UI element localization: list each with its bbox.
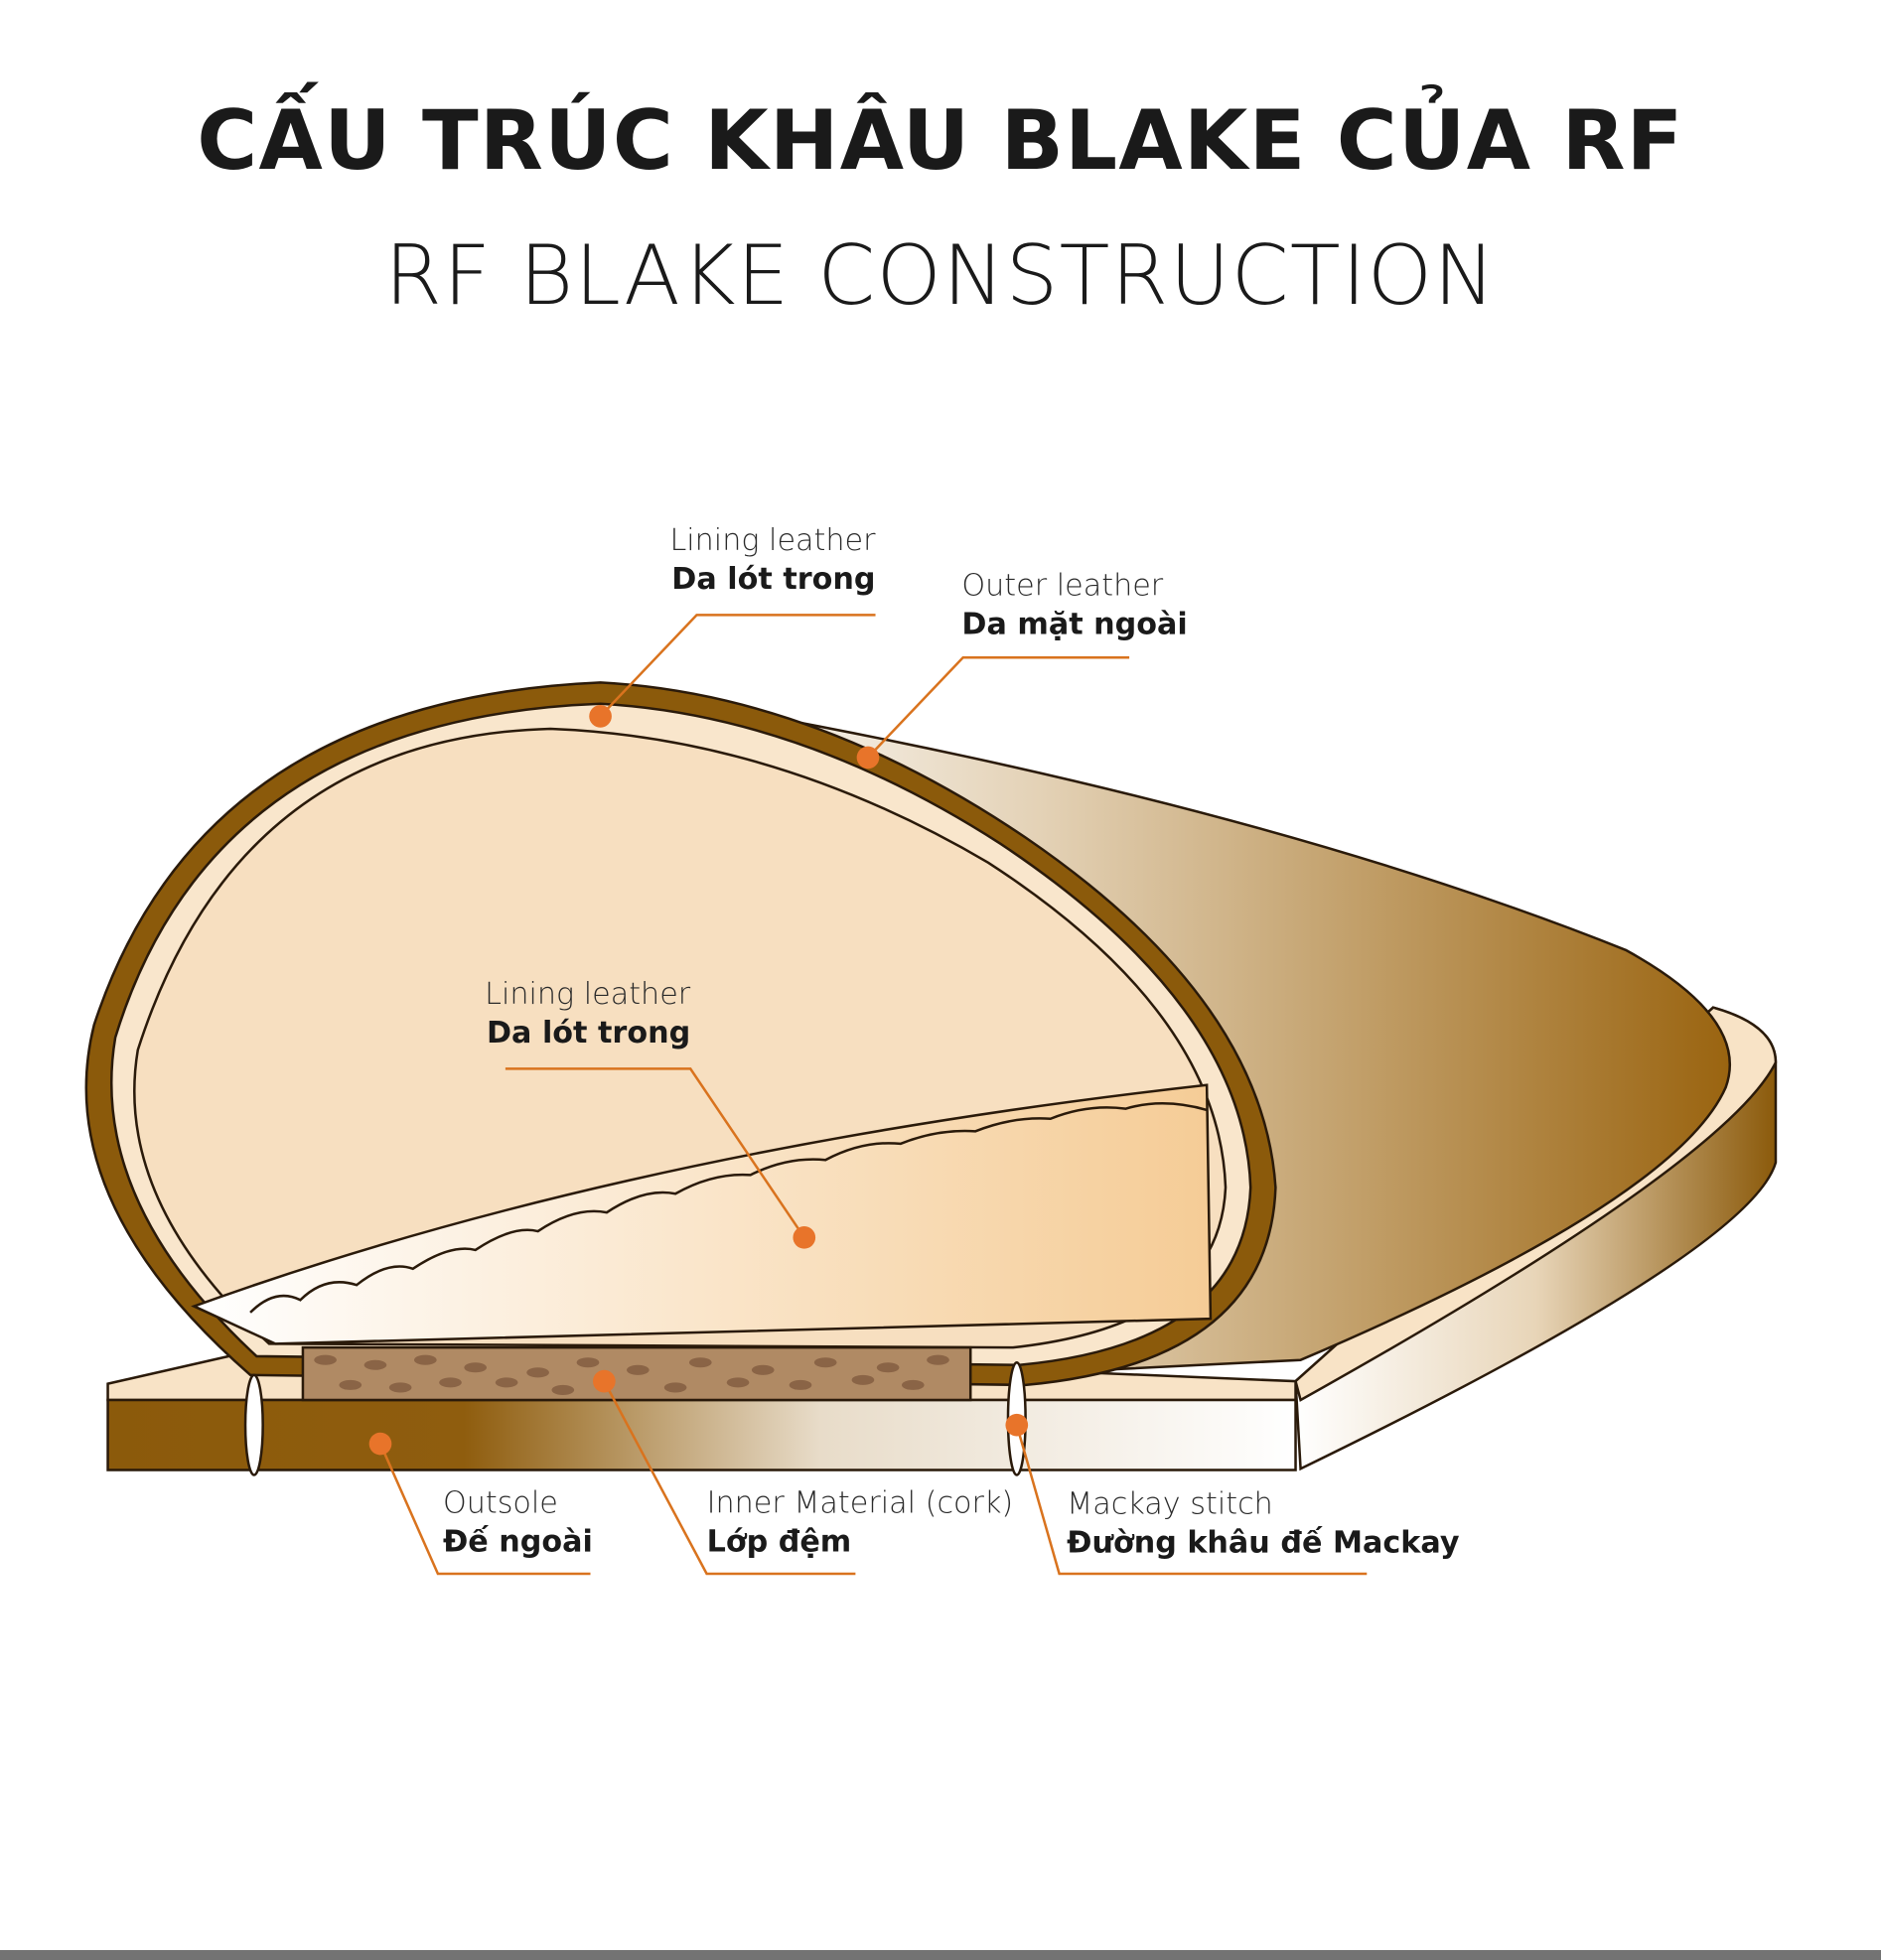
- label-outer-en: Outer leather: [961, 568, 1163, 603]
- label-lining-inner-en: Lining leather: [485, 977, 691, 1012]
- outsole-front: [106, 1398, 1297, 1471]
- title-vietnamese: CẤU TRÚC KHÂU BLAKE CỦA RF: [197, 80, 1683, 189]
- title-english: RF BLAKE CONSTRUCTION: [384, 227, 1497, 324]
- label-lining-top-vi: Da lót trong: [671, 562, 875, 597]
- label-outsole-en: Outsole: [443, 1485, 558, 1520]
- marker-lining-inner: [793, 1226, 816, 1249]
- label-lining-inner-vi: Da lót trong: [487, 1016, 690, 1050]
- mackay-stitch-left: [243, 1373, 264, 1476]
- marker-outsole: [368, 1432, 392, 1456]
- marker-cork: [593, 1369, 616, 1393]
- label-outsole-vi: Đế ngoài: [443, 1524, 593, 1559]
- insole: [191, 1083, 1213, 1345]
- label-cork-en: Inner Material (cork): [707, 1485, 1014, 1520]
- stitch-row: [249, 1102, 1208, 1314]
- marker-outer: [856, 746, 880, 770]
- label-stitch-en: Mackay stitch: [1067, 1487, 1273, 1522]
- label-cork-vi: Lớp đệm: [707, 1524, 852, 1559]
- label-outer-vi: Da mặt ngoài: [961, 607, 1187, 641]
- marker-stitch: [1005, 1413, 1029, 1437]
- cork-texture: [314, 1354, 949, 1395]
- leader-lines: [378, 614, 1368, 1576]
- label-lining-top-en: Lining leather: [669, 523, 876, 558]
- marker-lining-top: [589, 705, 612, 728]
- label-stitch-vi: Đường khâu đế Mackay: [1067, 1526, 1460, 1561]
- bottom-bar: [0, 1950, 1881, 1960]
